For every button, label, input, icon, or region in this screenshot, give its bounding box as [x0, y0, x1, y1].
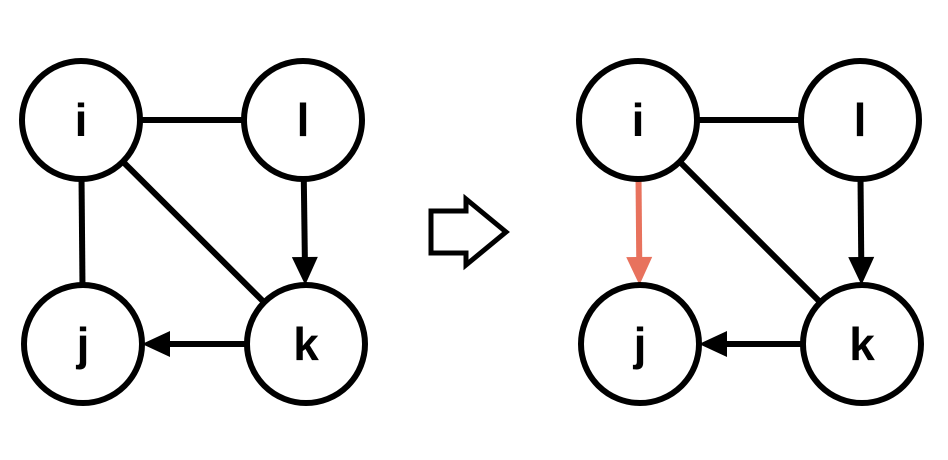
node-k: k: [800, 282, 924, 406]
hollow-right-arrow-icon: [428, 193, 510, 271]
node-label: j: [633, 318, 647, 370]
node-label: k: [293, 318, 319, 370]
edge-line: [677, 159, 823, 305]
arrowhead-icon: [848, 256, 875, 286]
node-circle: [244, 282, 368, 406]
node-label: l: [297, 94, 310, 146]
edge-i-k: [677, 159, 823, 305]
edge-line: [635, 178, 643, 260]
edge-line: [78, 178, 86, 286]
edge-k-j: [699, 331, 803, 357]
graph-before: i l j k: [19, 58, 368, 406]
arrowhead-icon: [626, 256, 653, 286]
edge-i-j: [626, 178, 653, 286]
node-circle: [578, 282, 702, 406]
arrowhead-icon: [142, 331, 170, 357]
edge-i-k: [120, 159, 267, 305]
node-circle: [576, 58, 700, 182]
node-circle: [19, 58, 143, 182]
node-l: l: [798, 58, 922, 182]
arrowhead-icon: [291, 256, 318, 286]
node-k: k: [244, 282, 368, 406]
edge-line: [120, 159, 267, 305]
edge-line: [300, 178, 308, 260]
edge-k-j: [142, 331, 247, 357]
node-label: i: [632, 94, 645, 146]
edge-i-j: [78, 178, 86, 286]
node-i: i: [576, 58, 700, 182]
node-circle: [241, 58, 365, 182]
edge-l-k: [848, 178, 875, 286]
edge-line: [857, 178, 865, 260]
graph-after: i l j k: [576, 58, 924, 406]
edge-l-k: [291, 178, 318, 286]
node-circle: [800, 282, 924, 406]
node-circle: [798, 58, 922, 182]
node-i: i: [19, 58, 143, 182]
arrowhead-icon: [699, 331, 727, 357]
node-label: l: [854, 94, 867, 146]
node-l: l: [241, 58, 365, 182]
node-j: j: [578, 282, 702, 406]
node-label: i: [75, 94, 88, 146]
node-circle: [21, 282, 145, 406]
node-j: j: [21, 282, 145, 406]
node-label: j: [76, 318, 90, 370]
node-label: k: [849, 318, 875, 370]
